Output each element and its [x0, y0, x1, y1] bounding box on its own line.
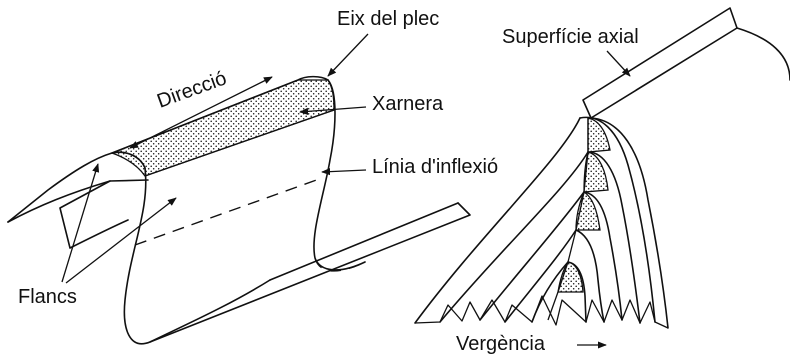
label-flancs: Flancs — [18, 286, 77, 308]
left-fold — [8, 77, 470, 344]
left-annotations: Eix del plec Direcció Xarnera Línia d'in… — [18, 8, 498, 308]
label-direccio: Direcció — [154, 67, 229, 112]
flancs-arrow-1 — [62, 164, 98, 282]
label-eix: Eix del plec — [337, 8, 439, 30]
lower-limb-top — [270, 203, 458, 280]
layer-3-left — [480, 192, 584, 320]
inflection-line — [135, 178, 322, 245]
hinge-1 — [588, 118, 610, 152]
left-flank-tip — [60, 181, 128, 248]
front-profile — [124, 168, 270, 344]
superficie-arrow — [607, 51, 630, 76]
label-xarnera: Xarnera — [372, 93, 444, 115]
axial-plane — [583, 8, 737, 118]
layer-1-left — [415, 118, 580, 323]
flancs-arrow-2 — [66, 198, 176, 283]
outer-fold-top — [737, 28, 790, 80]
eix-arrow — [328, 34, 368, 76]
hinge-zone — [112, 80, 334, 176]
label-superficie: Superfície axial — [502, 26, 639, 48]
label-linia: Línia d'inflexió — [372, 156, 498, 178]
hinge-4 — [558, 262, 583, 292]
lower-limb-bottom — [150, 203, 470, 342]
label-vergencia: Vergència — [456, 333, 546, 355]
upper-limb-inner — [8, 180, 148, 222]
